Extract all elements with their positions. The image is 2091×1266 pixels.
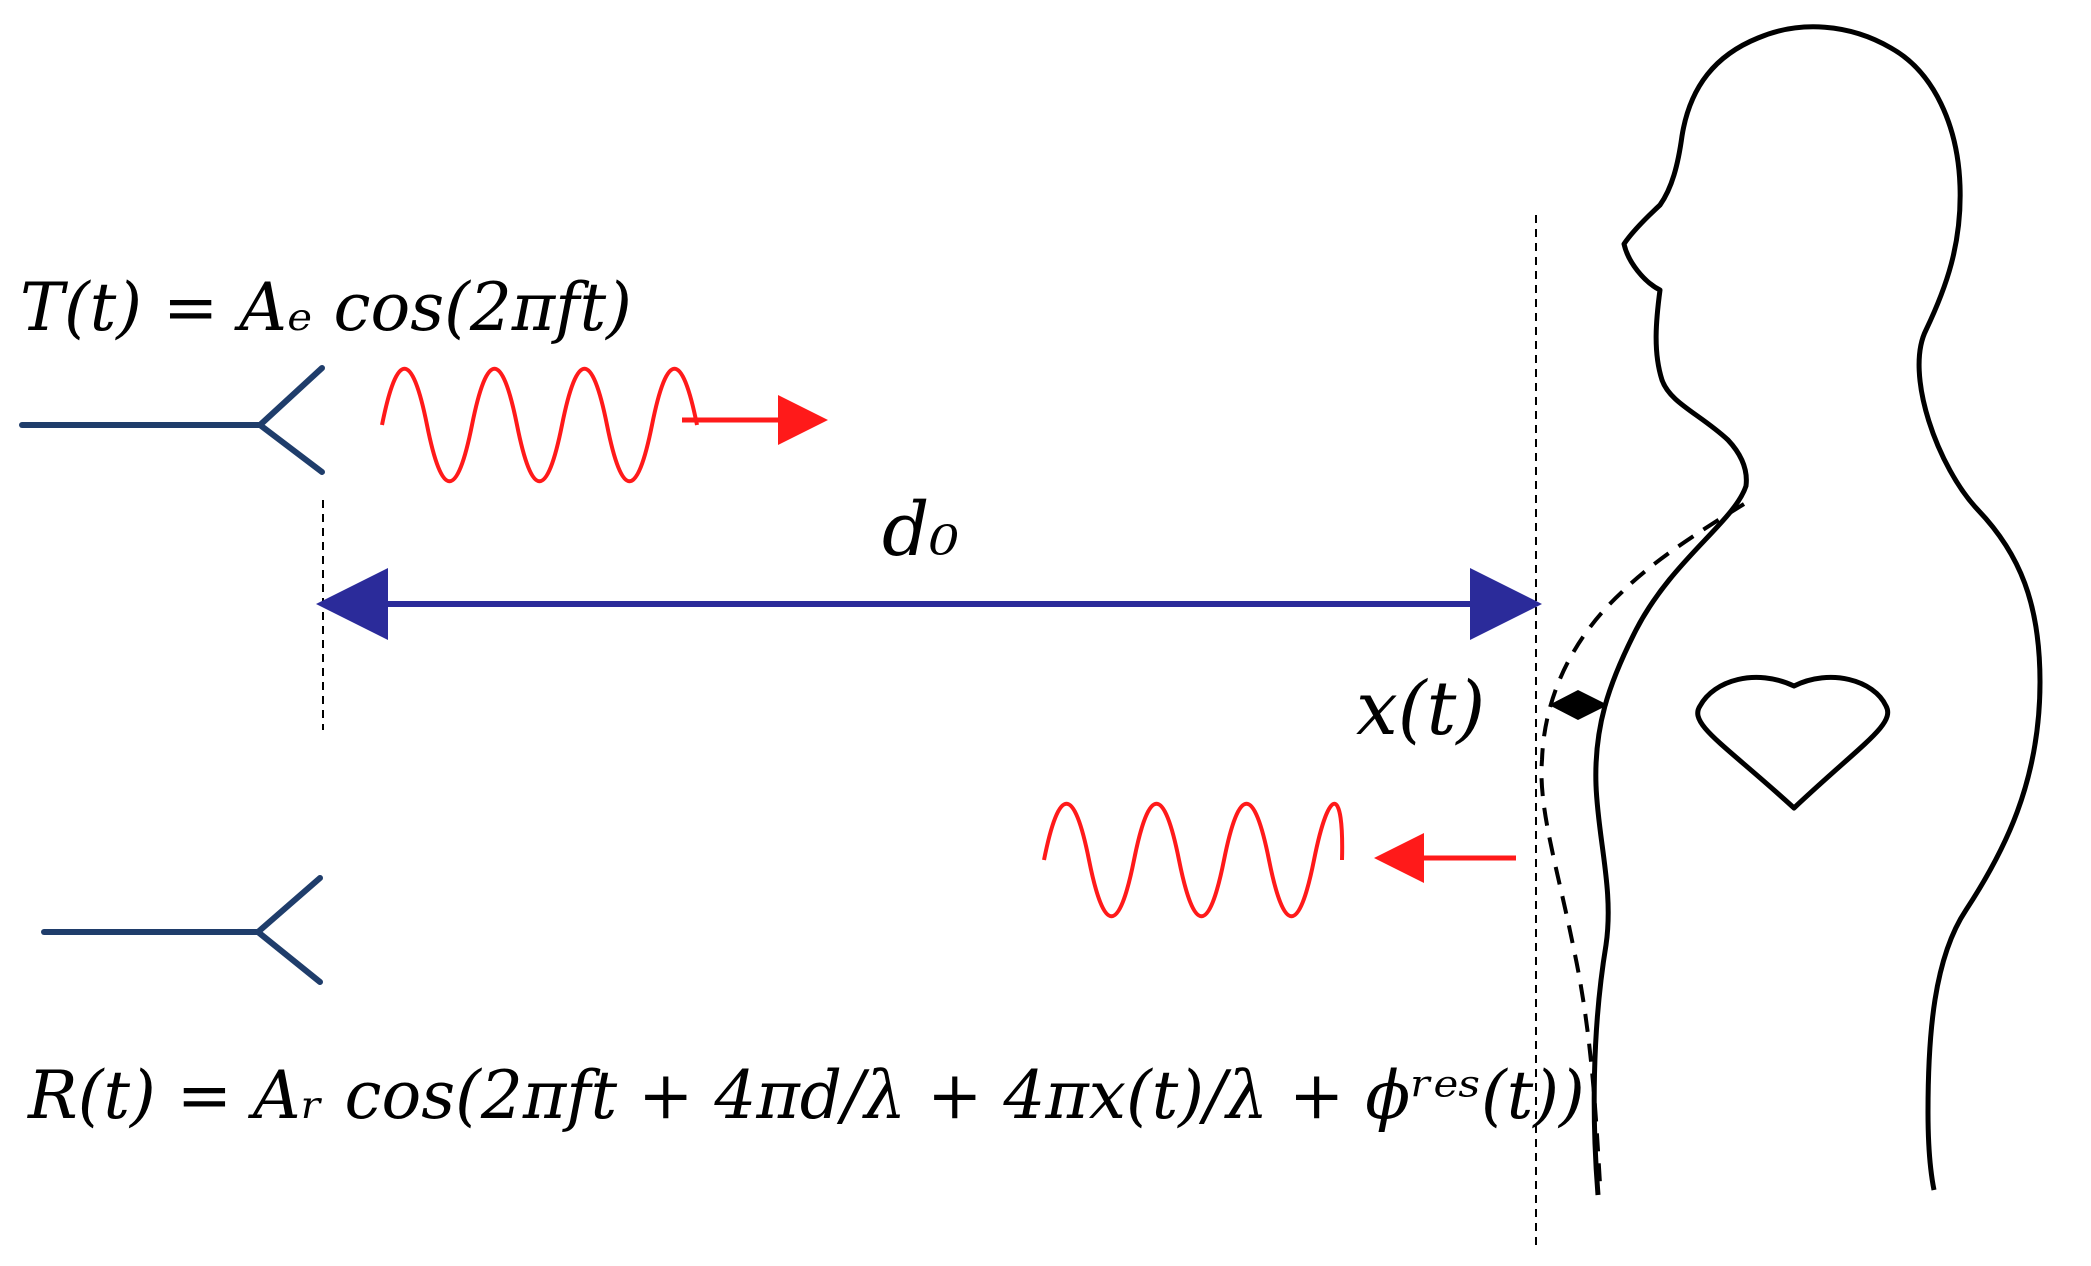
heart-icon xyxy=(1695,674,1891,811)
receive-equation: R(t) = Aᵣ cos(2πft + 4πd/λ + 4πx(t)/λ + … xyxy=(27,1057,1585,1134)
human-outline xyxy=(1591,24,2043,1196)
transmit-wave xyxy=(380,367,699,483)
transmit-equation: T(t) = Aₑ cos(2πft) xyxy=(20,269,632,346)
chest-displacement-curve xyxy=(1539,502,1746,1185)
displacement-marker xyxy=(1549,690,1608,720)
displacement-label: x(t) xyxy=(1356,666,1485,752)
return-wave xyxy=(1042,802,1345,918)
transmit-antenna-icon xyxy=(19,365,325,475)
receive-antenna-icon xyxy=(41,875,323,985)
distance-label: d₀ xyxy=(882,487,959,573)
